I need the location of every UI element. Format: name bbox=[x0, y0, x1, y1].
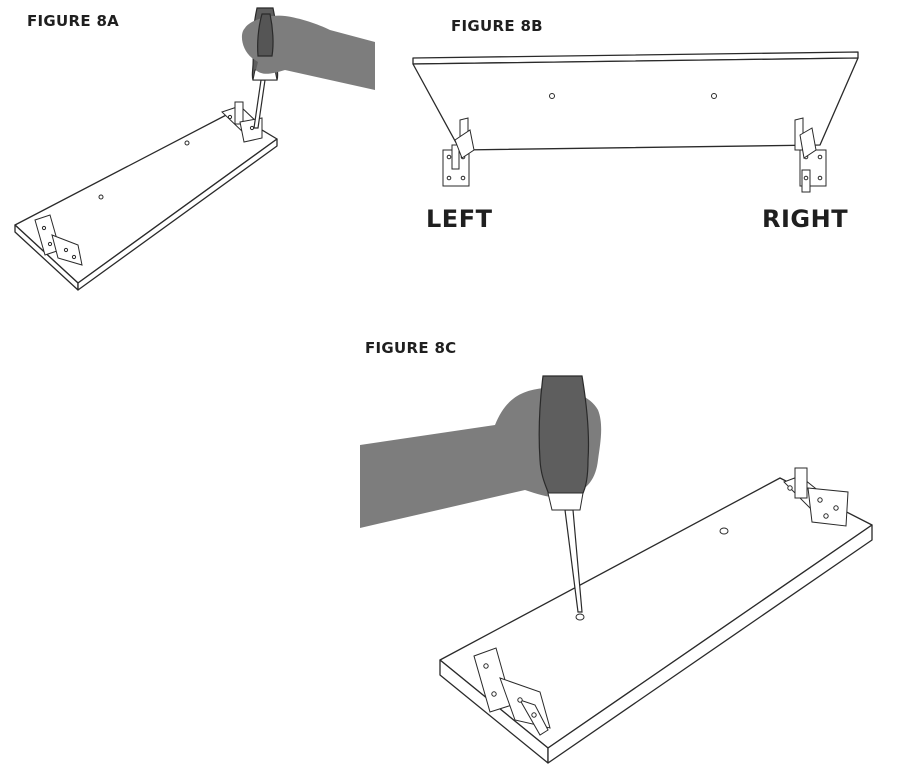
hand-icon bbox=[241, 15, 375, 90]
shelf-board-8b bbox=[412, 51, 859, 151]
hinge-bracket-icon bbox=[473, 647, 551, 736]
right-label: RIGHT bbox=[762, 205, 849, 233]
cam-screw bbox=[575, 613, 585, 621]
cam-hole bbox=[549, 93, 555, 99]
cam-hole bbox=[711, 93, 717, 99]
cam-hole bbox=[184, 140, 190, 146]
shelf-board-8a bbox=[14, 111, 278, 291]
left-label: LEFT bbox=[426, 205, 493, 233]
figure-8a-title: FIGURE 8A bbox=[27, 12, 120, 30]
figure-8c-illustration bbox=[360, 375, 873, 764]
hinge-bracket-icon bbox=[34, 214, 83, 266]
left-hinge-icon bbox=[442, 117, 475, 187]
cam-hole bbox=[98, 194, 104, 200]
figure-8a-illustration bbox=[14, 7, 375, 291]
figure-8b-illustration bbox=[412, 51, 859, 193]
hinge-bracket-icon bbox=[783, 467, 849, 527]
hinge-bracket-icon bbox=[221, 101, 263, 143]
figure-8b-title: FIGURE 8B bbox=[451, 17, 543, 35]
right-hinge-icon bbox=[794, 117, 827, 193]
shelf-board-8c bbox=[439, 477, 873, 764]
figure-8c-title: FIGURE 8C bbox=[365, 339, 457, 357]
screwdriver-icon bbox=[538, 375, 590, 613]
cam-hole bbox=[719, 527, 729, 535]
